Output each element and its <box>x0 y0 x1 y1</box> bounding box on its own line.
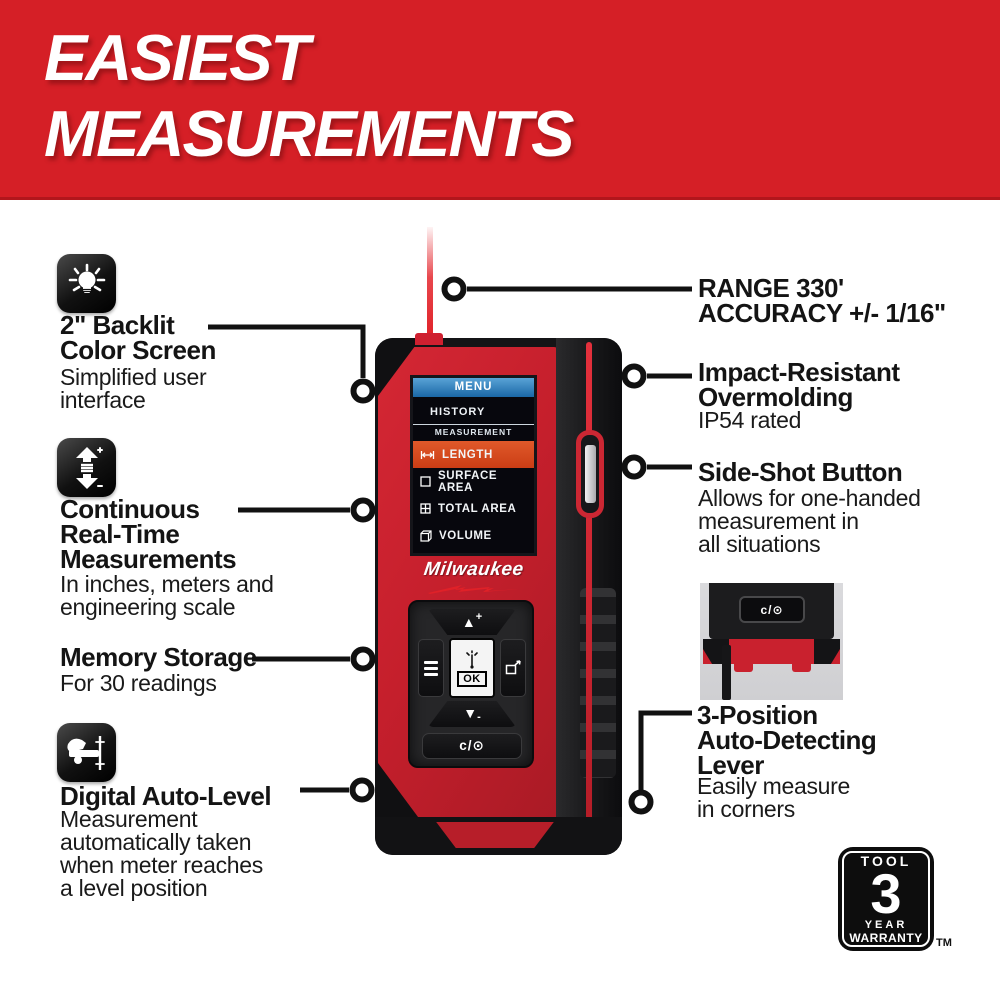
down-button: ▼- <box>428 701 516 727</box>
menu-button <box>418 639 444 697</box>
screen-item-label: VOLUME <box>439 529 492 542</box>
laser-distance-meter: MENU HISTORY MEASUREMENT LENGTH SURFACE … <box>375 338 622 855</box>
callout-impact-marker <box>621 363 647 389</box>
laser-pointer-icon <box>466 649 478 669</box>
lightbulb-icon <box>68 263 105 293</box>
device-red-accent-line <box>586 342 592 822</box>
ok-button: OK <box>449 638 495 698</box>
inset-tab-left <box>734 664 753 672</box>
brand-logo-text: Milwaukee <box>422 559 525 580</box>
warranty-warranty-label: WARRANTY <box>849 931 923 945</box>
callout-lever-marker <box>628 789 654 815</box>
feature-continuous-title: Continuous Real-Time Measurements <box>60 494 237 574</box>
inset-lever <box>722 645 731 700</box>
screen-item-total-area: TOTAL AREA <box>413 495 534 522</box>
backlit-screen-lightbulb-icon <box>57 254 116 313</box>
down-button-label: ▼- <box>463 704 481 723</box>
screen-item-label: TOTAL AREA <box>438 502 517 515</box>
feature-impact-description: IP54 rated <box>698 407 802 433</box>
screen-menu-header: MENU <box>413 378 534 397</box>
screen-item-length: LENGTH <box>413 441 534 468</box>
screen-item-volume: VOLUME <box>413 522 534 549</box>
callout-autolevel-marker <box>349 777 375 803</box>
feature-memory-title: Memory Storage <box>60 642 257 672</box>
power-clear-button: c/⊙ <box>422 733 522 759</box>
total-area-grid-icon <box>420 503 431 514</box>
brand-logo: Milwaukee <box>410 559 537 599</box>
continuous-measurement-arrows-icon <box>57 438 116 497</box>
side-shot-button <box>576 430 604 518</box>
brand-lightning-bolt <box>427 585 520 594</box>
feature-sideshot-title: Side-Shot Button <box>698 457 903 487</box>
device-screen: MENU HISTORY MEASUREMENT LENGTH SURFACE … <box>410 375 537 556</box>
length-ruler-icon <box>420 450 435 459</box>
feature-autolevel-title: Digital Auto-Level <box>60 781 272 811</box>
ok-button-label: OK <box>457 670 487 687</box>
warranty-year-label: YEAR <box>864 919 908 931</box>
callout-memory-marker <box>350 646 376 672</box>
inset-keypad-panel: c/⊙ <box>709 583 834 639</box>
lever-inset-photo: c/⊙ <box>700 583 843 700</box>
callout-range-marker <box>441 276 467 302</box>
feature-impact-title: Impact-Resistant Overmolding <box>698 357 900 412</box>
callout-sideshot-marker <box>621 454 647 480</box>
up-button: ▲+ <box>428 609 516 635</box>
trademark-symbol: TM <box>936 937 952 949</box>
warranty-badge-inner: TOOL 3 YEAR WARRANTY <box>842 851 930 947</box>
callout-backlit-line <box>208 324 366 378</box>
feature-backlit-title: 2" Backlit Color Screen <box>60 310 216 365</box>
device-bottom-red-trapezoid <box>436 822 554 848</box>
screen-item-label: SURFACE AREA <box>438 469 498 494</box>
feature-range-title: RANGE 330' ACCURACY +/- 1/16" <box>698 273 946 328</box>
side-shot-button-face <box>584 445 596 503</box>
page-title: EASIEST MEASUREMENTS <box>44 21 575 170</box>
header-banner: EASIEST MEASUREMENTS <box>0 0 1000 200</box>
callout-backlit-marker <box>350 378 376 404</box>
device-keypad: ▲+ OK <box>408 600 534 768</box>
unit-reference-button <box>500 639 526 697</box>
inset-tab-right <box>792 664 811 672</box>
callout-lever-line <box>638 710 692 790</box>
warranty-number: 3 <box>870 862 902 925</box>
feature-autolevel-description: Measurement automatically taken when met… <box>60 806 263 901</box>
feature-continuous-description: In inches, meters and engineering scale <box>60 571 274 620</box>
volume-cube-icon <box>420 529 432 542</box>
hand-holding-meter-icon <box>66 735 105 770</box>
digital-auto-level-hand-icon <box>57 723 116 782</box>
laser-emitter-nub <box>415 333 443 345</box>
surface-area-square-icon <box>420 476 431 487</box>
feature-memory-description: For 30 readings <box>60 670 217 696</box>
callout-continuous-marker <box>350 497 376 523</box>
device-bottom-band <box>375 817 622 855</box>
screen-item-surface-area: SURFACE AREA <box>413 468 534 495</box>
up-down-arrows-icon <box>75 446 103 489</box>
hamburger-menu-icon <box>424 660 438 676</box>
screen-history-item: HISTORY <box>430 406 486 418</box>
screen-item-label: LENGTH <box>442 448 493 461</box>
feature-sideshot-description: Allows for one-handed measurement in all… <box>698 485 921 557</box>
reference-point-icon <box>505 660 521 675</box>
feature-lever-title: 3-Position Auto-Detecting Lever <box>697 700 877 780</box>
inset-power-button: c/⊙ <box>739 596 805 623</box>
screen-section-label: MEASUREMENT <box>413 424 534 438</box>
laser-beam <box>427 227 433 339</box>
up-button-label: ▲+ <box>461 611 483 630</box>
feature-backlit-description: Simplified user interface <box>60 364 207 413</box>
warranty-badge: TOOL 3 YEAR WARRANTY <box>838 847 934 951</box>
warranty-tool-label: TOOL <box>860 853 912 869</box>
feature-lever-description: Easily measure in corners <box>697 773 851 822</box>
